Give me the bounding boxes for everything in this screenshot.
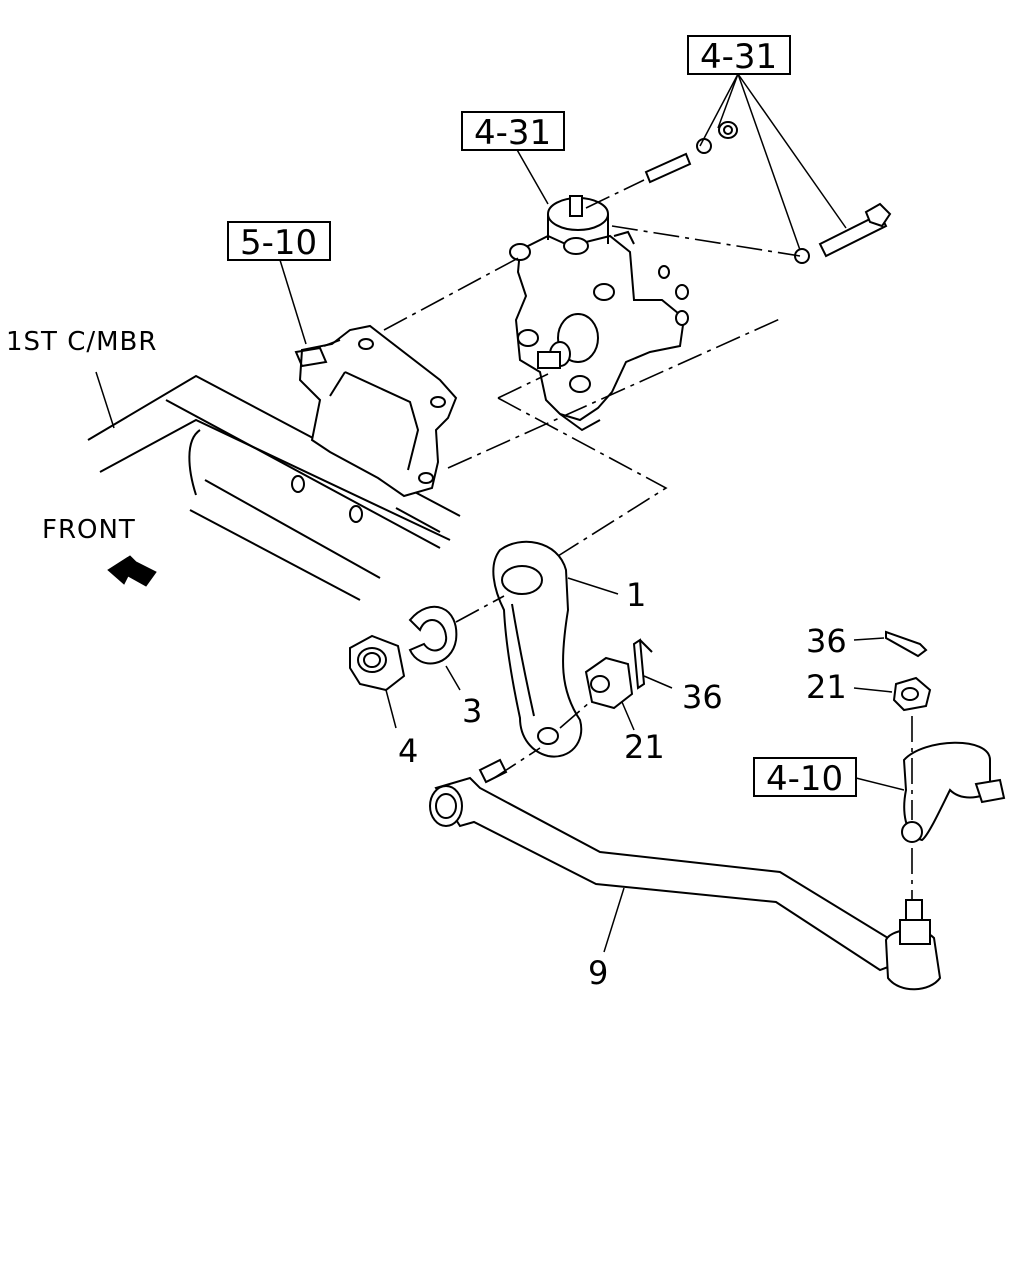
steering-gearbox [509,195,689,432]
ref-label-left: 5-10 [240,223,317,263]
ref-label-right: 4-10 [766,759,843,799]
callout-9: 9 [588,954,608,992]
ref-box-left [227,221,331,261]
castle-nut-right [892,676,932,712]
cotter-pin-mid [632,638,653,690]
ref-box-mid [461,111,565,151]
callout-36-right: 36 [806,622,847,660]
drag-link [429,758,942,991]
front-label: FRONT [42,515,136,545]
ref-label-top: 4-31 [700,37,777,77]
callout-36-mid: 36 [682,678,723,716]
callout-21-right: 21 [806,668,847,706]
callout-21-mid: 21 [624,728,665,766]
pitman-nut [349,634,406,692]
front-arrow-icon [107,555,157,587]
crossmember-label: 1ST C/MBR [6,327,157,357]
ref-label-mid: 4-31 [474,113,551,153]
gearbox-fasteners [644,121,892,264]
callout-1: 1 [626,576,646,614]
assembly-lines [95,73,913,953]
pitman-arm [492,540,583,758]
castle-nut-mid [584,656,634,710]
callout-4: 4 [398,732,418,770]
lock-washer [408,605,458,665]
gearbox-bracket [294,324,458,498]
callout-3: 3 [462,692,482,730]
ref-box-top [687,35,791,75]
ref-box-right [753,757,857,797]
cotter-pin-right [885,630,928,658]
knuckle-arm [901,741,1006,843]
